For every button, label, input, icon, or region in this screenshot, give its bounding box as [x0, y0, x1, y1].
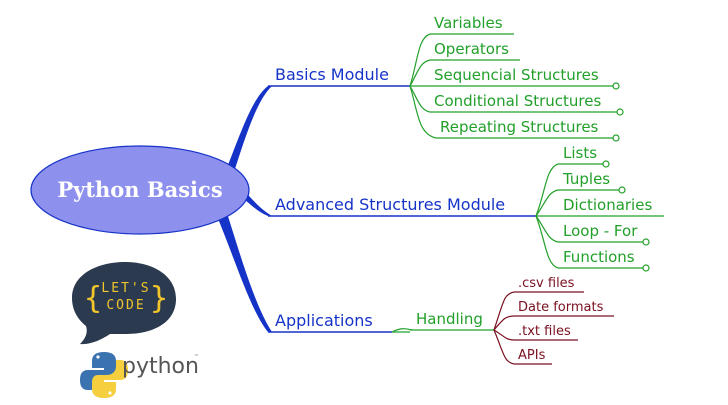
topic-functions[interactable]: Functions — [563, 248, 635, 266]
topic-repeating-structures[interactable]: Repeating Structures — [440, 118, 599, 136]
topic-txt-files[interactable]: .txt files — [518, 324, 571, 339]
topic-csv-files[interactable]: .csv files — [518, 276, 575, 291]
topic-date-formats[interactable]: Date formats — [518, 300, 604, 315]
brace-open: { — [84, 281, 102, 316]
python-wordmark: python — [122, 354, 199, 379]
basics-end-dots — [612, 82, 624, 142]
python-trademark: ™ — [194, 354, 199, 360]
branch-applications — [216, 210, 272, 332]
speech-bubble — [72, 262, 176, 345]
advanced-end-dots — [602, 160, 650, 272]
logo-line2: CODE — [106, 298, 145, 313]
python-snake-blue-icon — [80, 352, 116, 390]
topic-conditional-structures[interactable]: Conditional Structures — [434, 92, 601, 110]
root-node[interactable]: Python Basics — [30, 145, 250, 235]
brace-close: } — [150, 281, 168, 316]
topic-loop-for[interactable]: Loop - For — [563, 222, 638, 240]
topic-operators[interactable]: Operators — [434, 40, 509, 58]
module-basics[interactable]: Basics Module — [275, 65, 389, 84]
topic-apis[interactable]: APIs — [518, 348, 546, 363]
logo-line1: LET'S — [101, 281, 150, 296]
basics-connectors — [409, 33, 620, 139]
module-applications[interactable]: Applications — [275, 311, 373, 330]
topic-sequencial-structures[interactable]: Sequencial Structures — [434, 66, 599, 84]
lets-code-logo: { } LET'S CODE — [72, 262, 176, 345]
advanced-connectors — [535, 163, 664, 269]
root-title: Python Basics — [57, 177, 222, 202]
topic-dictionaries[interactable]: Dictionaries — [563, 196, 652, 214]
python-logo: python ™ — [80, 352, 199, 398]
module-advanced[interactable]: Advanced Structures Module — [275, 195, 505, 214]
python-eye-blue — [96, 355, 100, 359]
python-eye-yellow — [108, 391, 112, 395]
topic-handling[interactable]: Handling — [416, 310, 483, 328]
topic-variables[interactable]: Variables — [434, 14, 503, 32]
applications-connectors — [391, 291, 614, 365]
branch-basics — [226, 86, 272, 172]
topic-tuples[interactable]: Tuples — [562, 170, 610, 188]
module-underlines — [268, 85, 536, 333]
topic-lists[interactable]: Lists — [563, 144, 597, 162]
python-snake-yellow-icon — [92, 360, 128, 398]
